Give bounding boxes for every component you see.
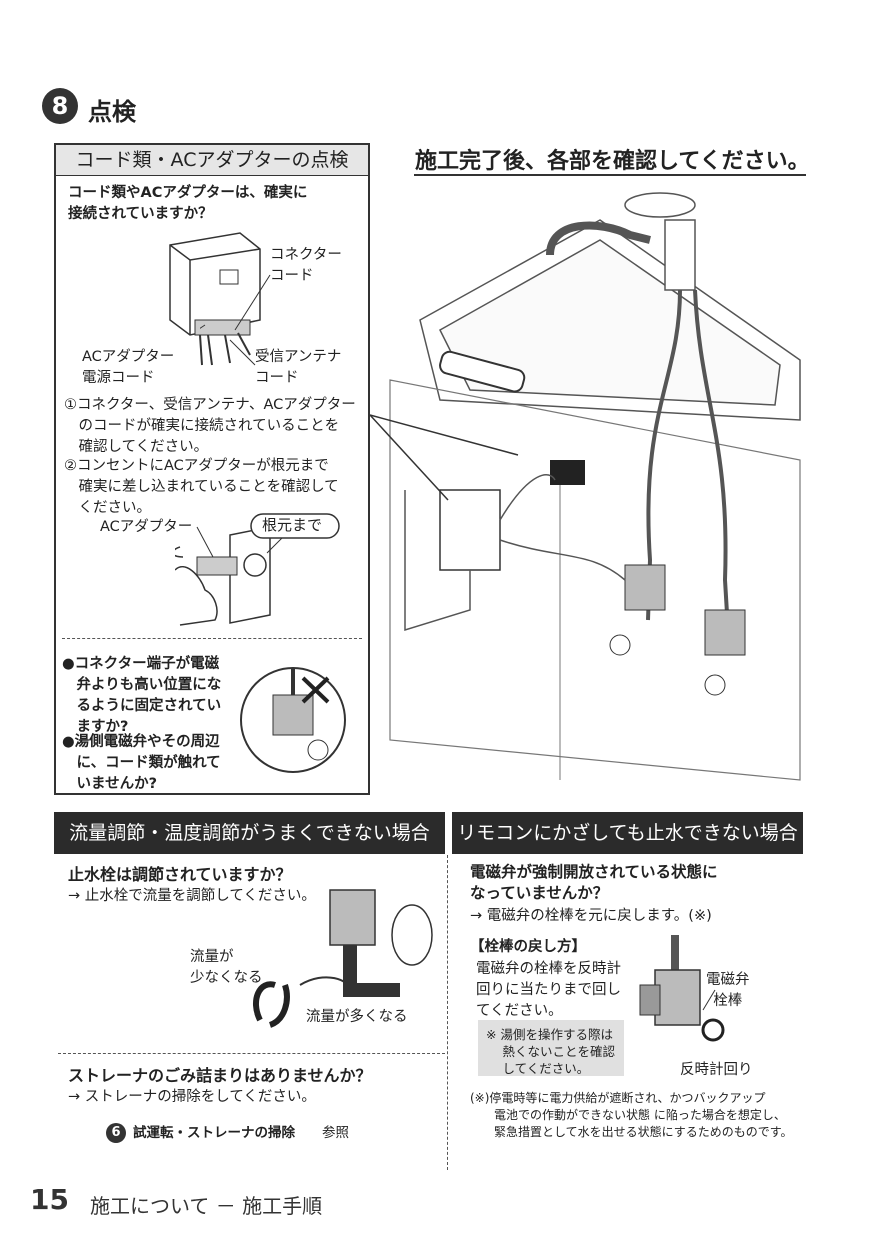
howto-text: 電磁弁の栓棒を反時計 回りに当たりまで回し てください。 bbox=[476, 961, 621, 1019]
solenoid-valve-illustration bbox=[639, 935, 725, 1042]
divider bbox=[62, 638, 362, 639]
label-connector-cord: コネクター コード bbox=[270, 247, 342, 284]
label-flow-less: 流量が 少なくなる bbox=[190, 949, 263, 986]
valve-closeup-illustration bbox=[240, 667, 346, 773]
remote-section-bar: リモコンにかざしても止水できない場合 bbox=[452, 812, 803, 854]
flow-section-bar: 流量調節・温度調節がうまくできない場合 bbox=[54, 812, 445, 854]
controller-box-illustration bbox=[169, 232, 261, 366]
flow-answer-2: → ストレーナの掃除をしてください。 bbox=[68, 1089, 316, 1105]
section-divider bbox=[447, 855, 448, 1170]
pointer-arrows bbox=[369, 414, 519, 501]
footnote: (※)停電時等に電力供給が遮断され、かつバックアップ 電池での作動ができない状態… bbox=[470, 1091, 793, 1139]
cord-check-question: コード類やACアダプターは、確実に 接続されていますか？ bbox=[68, 185, 308, 222]
page-number: 15 bbox=[30, 1183, 69, 1216]
flow-answer-1: → 止水栓で流量を調節してください。 bbox=[68, 888, 316, 904]
bullet-hot-valve: ●湯側電磁弁やその周辺 に、コード類が触れて いませんか? bbox=[62, 734, 221, 792]
label-ac-cord: ACアダプター 電源コード bbox=[82, 349, 175, 386]
cord-leader-lines bbox=[200, 274, 271, 366]
bullet-connector-height: ●コネクター端子が電磁 弁よりも高い位置にな るように固定されてい ますか? bbox=[62, 656, 222, 735]
footer-text: 施工について － 施工手順 bbox=[90, 1194, 323, 1218]
flow-divider bbox=[58, 1053, 445, 1054]
remote-question-1: 電磁弁が強制開放されている状態に なっていませんか？ bbox=[470, 863, 718, 902]
label-counterclockwise: 反時計回り bbox=[680, 1062, 753, 1078]
label-valve-rod: 電磁弁 栓棒 bbox=[706, 972, 750, 1009]
reference-text: 試運転・ストレーナの掃除 bbox=[133, 1125, 295, 1141]
hot-side-note: ※ 湯側を操作する際は 熱くないことを確認 してください。 bbox=[478, 1020, 624, 1076]
label-flow-more: 流量が多くなる bbox=[306, 1009, 408, 1025]
main-heading-underline bbox=[414, 174, 806, 176]
flow-question-2: ストレーナのごみ詰まりはありませんか？ bbox=[68, 1066, 372, 1085]
label-to-base: 根元まで bbox=[262, 516, 323, 534]
cord-check-box bbox=[54, 143, 370, 795]
to-base-callout-frame bbox=[250, 513, 340, 539]
remote-answer-1: → 電磁弁の栓棒を元に戻します。(※) bbox=[470, 908, 712, 924]
howto-title: 【栓棒の戻し方】 bbox=[470, 939, 586, 955]
cord-check-heading: コード類・ACアダプターの点検 bbox=[56, 145, 368, 176]
reference-step-badge: 6 bbox=[106, 1123, 126, 1143]
section-title: 点検 bbox=[88, 98, 136, 126]
outlet-hand-illustration bbox=[175, 526, 286, 626]
main-heading: 施工完了後、各部を確認してください。 bbox=[415, 149, 810, 174]
check-item-2: ②コンセントにACアダプターが根元まで 確実に差し込まれていることを確認して く… bbox=[64, 458, 339, 516]
sink-installation-illustration bbox=[389, 192, 801, 781]
flow-question-1: 止水栓は調節されていますか？ bbox=[68, 865, 292, 884]
stop-valve-illustration bbox=[253, 889, 433, 1028]
label-antenna-cord: 受信アンテナ コード bbox=[255, 349, 342, 386]
label-ac-adapter: ACアダプター bbox=[100, 519, 193, 535]
check-item-1: ①コネクター、受信アンテナ、ACアダプター のコードが確実に接続されていることを… bbox=[64, 397, 356, 455]
reference-suffix: 参照 bbox=[322, 1125, 349, 1141]
step-number-badge: 8 bbox=[42, 88, 78, 124]
